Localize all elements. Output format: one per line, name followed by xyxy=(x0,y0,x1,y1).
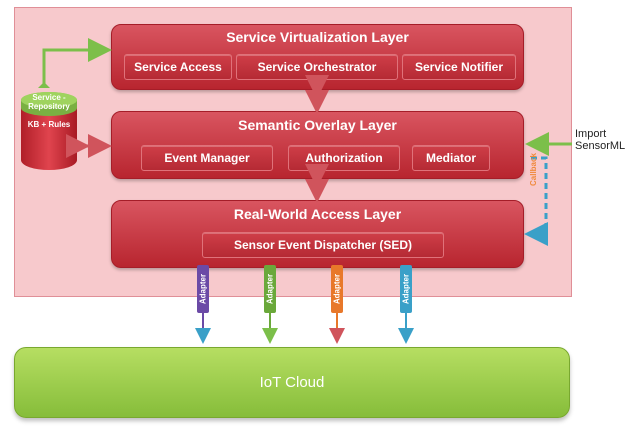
event-manager-module: Event Manager xyxy=(141,145,273,171)
real-world-access-title: Real-World Access Layer xyxy=(233,206,402,222)
service-virtualization-layer: Service Virtualization Layer Service Acc… xyxy=(111,24,524,90)
iot-cloud: IoT Cloud xyxy=(14,347,570,418)
import-text: Import xyxy=(575,128,607,140)
callback-arrow xyxy=(524,156,548,246)
adapter-2: Adapter xyxy=(264,265,276,313)
adapter-2-label: Adapter xyxy=(265,273,275,305)
adapter-4-label: Adapter xyxy=(401,273,411,305)
service-access-module: Service Access xyxy=(124,54,232,80)
repository-label: Service - Repository xyxy=(28,93,70,111)
adapter-1-label: Adapter xyxy=(198,273,208,305)
sensor-event-dispatcher-module: Sensor Event Dispatcher (SED) xyxy=(202,232,444,258)
adapter-4: Adapter xyxy=(400,265,412,313)
adapter-1: Adapter xyxy=(197,265,209,313)
sensorml-text: SensorML xyxy=(575,140,626,152)
service-repository: Service - Repository KB + Rules xyxy=(19,90,79,174)
mediator-module: Mediator xyxy=(412,145,490,171)
kb-rules-label: KB + Rules xyxy=(27,120,71,129)
import-sensorml-label: Import SensorML xyxy=(575,128,625,152)
callback-label: Callback xyxy=(529,153,538,186)
semantic-overlay-title: Semantic Overlay Layer xyxy=(238,117,397,133)
database-icon xyxy=(21,92,77,170)
service-virtualization-title: Service Virtualization Layer xyxy=(226,29,409,45)
adapter-3: Adapter xyxy=(331,265,343,313)
service-notifier-module: Service Notifier xyxy=(402,54,516,80)
repository-up-arrowhead xyxy=(38,82,50,88)
adapter-3-label: Adapter xyxy=(332,273,342,305)
iot-cloud-label: IoT Cloud xyxy=(259,374,325,391)
real-world-access-layer: Real-World Access Layer Sensor Event Dis… xyxy=(111,200,524,268)
repository-to-virtualization-arrow xyxy=(42,38,112,88)
